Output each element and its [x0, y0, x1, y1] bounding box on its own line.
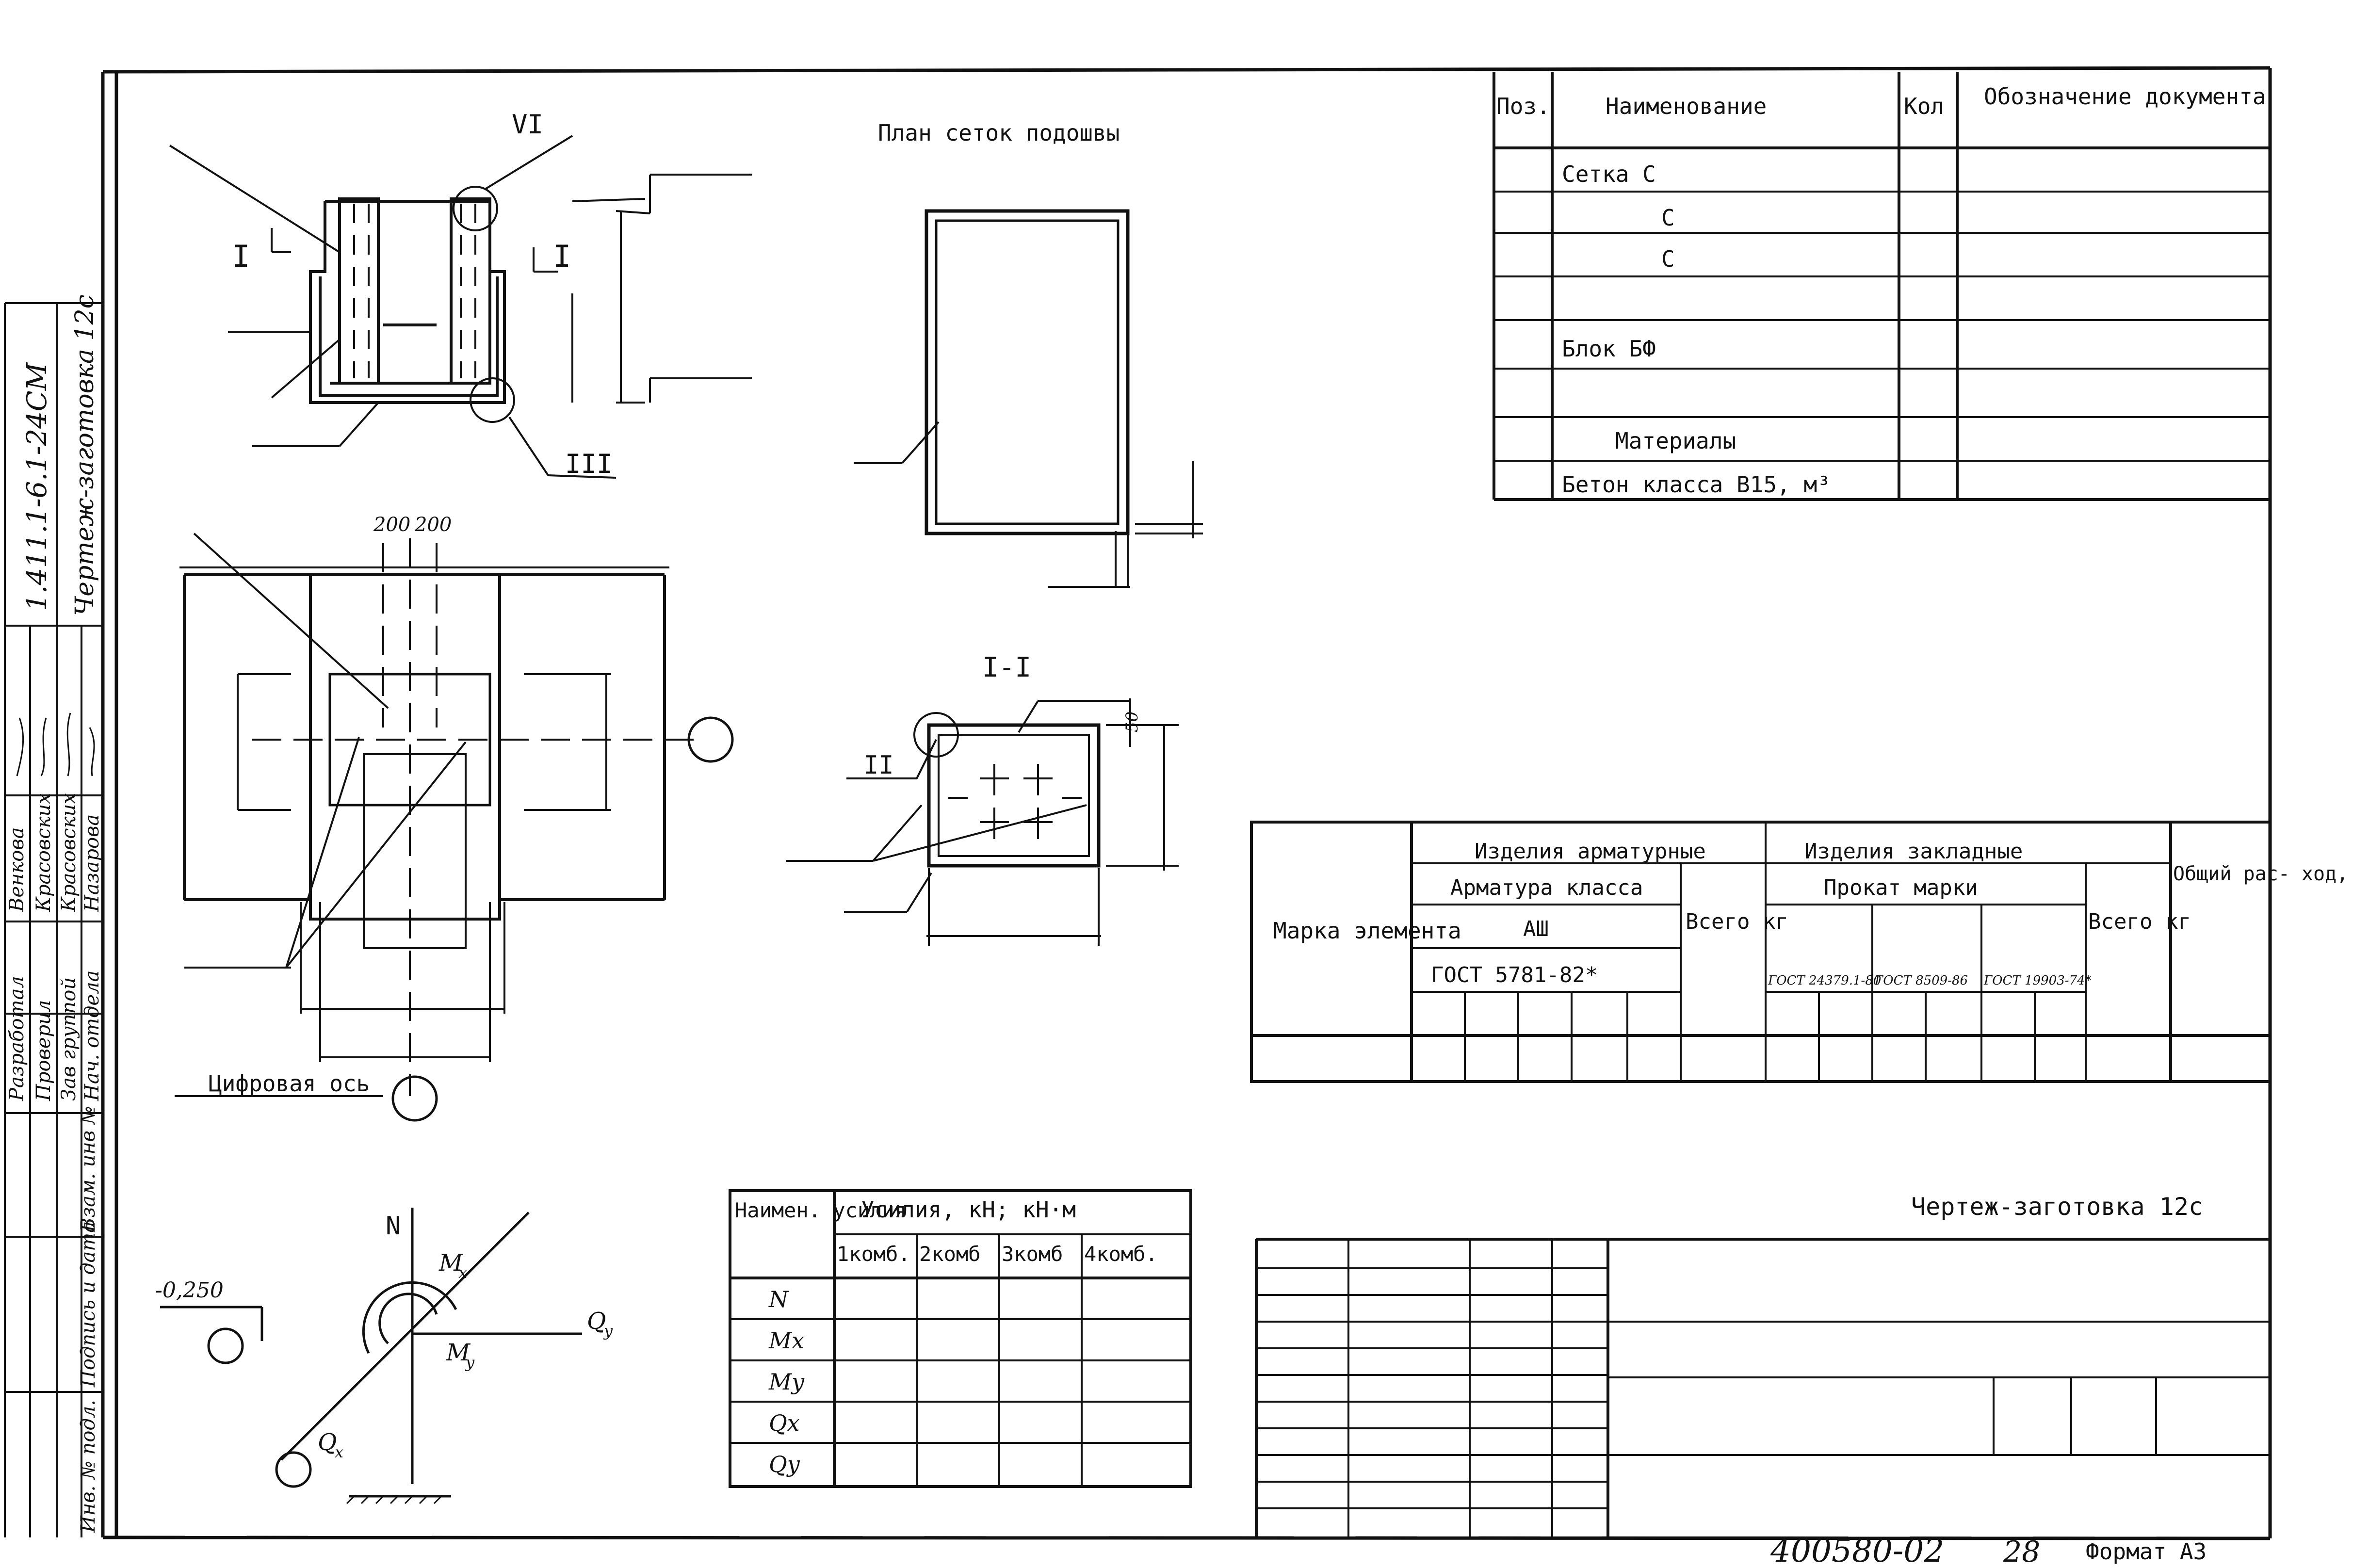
role-head-dept: Нач. отдела	[81, 970, 103, 1101]
forces-row-mx: Mx	[768, 1327, 804, 1354]
steel-arm-grade: АШ	[1523, 917, 1549, 941]
label-qy: Q	[587, 1308, 606, 1335]
role-developed: Разработал	[6, 976, 28, 1101]
forces-row-my: My	[768, 1369, 805, 1395]
name-checker: Красовских	[32, 793, 55, 912]
forces-head-1: Наимен. усилия	[735, 1198, 907, 1222]
spec-row-5: Блок БФ	[1562, 336, 1656, 362]
section-mark-right: I	[553, 239, 571, 274]
spec-row-3: С	[1661, 246, 1675, 272]
steel-arm-group: Изделия арматурные	[1475, 839, 1706, 864]
footer-format: Формат А3	[2086, 1538, 2207, 1565]
field-sign-date: Подпись и дата	[77, 1221, 99, 1388]
dim-200-a: 200	[373, 514, 410, 536]
strip-doc-code: 1.411.1-6.1-24СМ	[21, 362, 53, 611]
plan-view: План сеток подошвы	[854, 120, 1203, 588]
section-mark-left: I	[232, 239, 250, 274]
spec-row-1: Сетка С	[1562, 161, 1656, 187]
footer: 400580-02 28 Формат А3	[1770, 1532, 2207, 1568]
callout-vi: VI	[512, 109, 543, 140]
forces-head-2: Усилия, кН; кН·м	[861, 1196, 1076, 1223]
label-mx: M	[438, 1249, 464, 1277]
field-replace-inv: Взам. инв №	[77, 1106, 99, 1232]
steel-arm-gost: ГОСТ 5781-82*	[1431, 963, 1598, 987]
label-my-sub: y	[465, 1353, 475, 1372]
footer-page: 28	[2003, 1535, 2040, 1568]
section-callout-ii: II	[863, 751, 894, 780]
name-developer: Венкова	[6, 827, 28, 912]
plan-title: План сеток подошвы	[878, 120, 1120, 146]
top-view: VI III I I	[169, 109, 752, 479]
steel-marka: Марка элемента	[1273, 918, 1461, 944]
field-inv-orig: Инв. № подл.	[77, 1400, 99, 1533]
steel-prokat: Прокат марки	[1824, 875, 1978, 900]
forces-col-1: 1комб.	[837, 1242, 910, 1266]
steel-zakl-group: Изделия закладные	[1804, 839, 2023, 864]
sheet-frame	[101, 66, 2272, 1540]
spec-table: Поз. Наименование Кол Обозначение докуме…	[1493, 72, 2270, 501]
stamp: Чертеж-заготовка 12с	[1255, 1193, 2270, 1538]
forces-row-qy: Qy	[769, 1451, 800, 1477]
spec-row-2: С	[1661, 205, 1675, 231]
forces-row-n: N	[768, 1286, 789, 1312]
steel-gost-2: ГОСТ 8509-86	[1874, 973, 1968, 988]
forces-table: Наимен. усилия Усилия, кН; кН·м 1комб. 2…	[729, 1189, 1192, 1488]
level-mark: -0,250	[155, 1278, 224, 1303]
footer-inventory: 400580-02	[1770, 1532, 1944, 1568]
stamp-title: Чертеж-заготовка 12с	[1911, 1193, 2203, 1221]
name-head-group: Красовских	[58, 793, 80, 912]
spec-header-qty: Кол	[1904, 93, 1944, 119]
spec-header-name: Наименование	[1606, 93, 1767, 119]
middle-view: 200 200	[175, 514, 734, 1122]
role-head-group: Зав группой	[58, 977, 80, 1101]
label-mx-sub: x	[458, 1263, 467, 1282]
label-qx: Q	[318, 1429, 337, 1456]
callout-iii: III	[565, 449, 613, 479]
steel-gost-3: ГОСТ 19903-74*	[1983, 973, 2092, 988]
section-view: I-I	[786, 652, 1179, 946]
steel-arm-class: Арматура класса	[1450, 875, 1643, 900]
steel-total: Общий рас- ход, кг	[2173, 863, 2353, 885]
name-head-dept: Назарова	[81, 814, 103, 912]
spec-row-8: Бетон класса В15, м³	[1562, 471, 1831, 498]
section-dim-50: 50	[1122, 711, 1142, 732]
steel-gost-1: ГОСТ 24379.1-80	[1768, 973, 1881, 988]
spec-row-7: Материалы	[1615, 428, 1736, 454]
forces-col-2: 2комб	[919, 1242, 980, 1266]
label-qy-sub: y	[603, 1322, 613, 1340]
left-title-strip: 1.411.1-6.1-24СМ Чертеж-заготовка 12с Ра…	[4, 294, 103, 1537]
steel-vsego-2: Всего кг	[2088, 909, 2191, 934]
axis-label: Цифровая ось	[209, 1070, 370, 1097]
steel-vsego-1: Всего кг	[1686, 909, 1788, 934]
signatures	[16, 712, 95, 776]
strip-sheet-name: Чертеж-заготовка 12с	[70, 294, 99, 616]
forces-col-4: 4комб.	[1084, 1242, 1158, 1266]
label-n: N	[386, 1212, 401, 1241]
dim-200-b: 200	[414, 514, 452, 536]
spec-header-doc: Обозначение документа	[1984, 83, 2266, 110]
label-qx-sub: x	[335, 1443, 343, 1461]
steel-table: Марка элемента Изделия арматурные Издели…	[1250, 821, 2353, 1083]
forces-col-3: 3комб	[1002, 1242, 1063, 1266]
forces-row-qx: Qx	[769, 1410, 800, 1436]
forces-diagram: -0,250 N M x M y Q y Q x	[155, 1208, 613, 1504]
label-my: M	[446, 1339, 471, 1366]
role-checked: Проверил	[32, 1000, 55, 1101]
spec-header-pos: Поз.	[1496, 93, 1550, 119]
section-title: I-I	[982, 652, 1031, 683]
